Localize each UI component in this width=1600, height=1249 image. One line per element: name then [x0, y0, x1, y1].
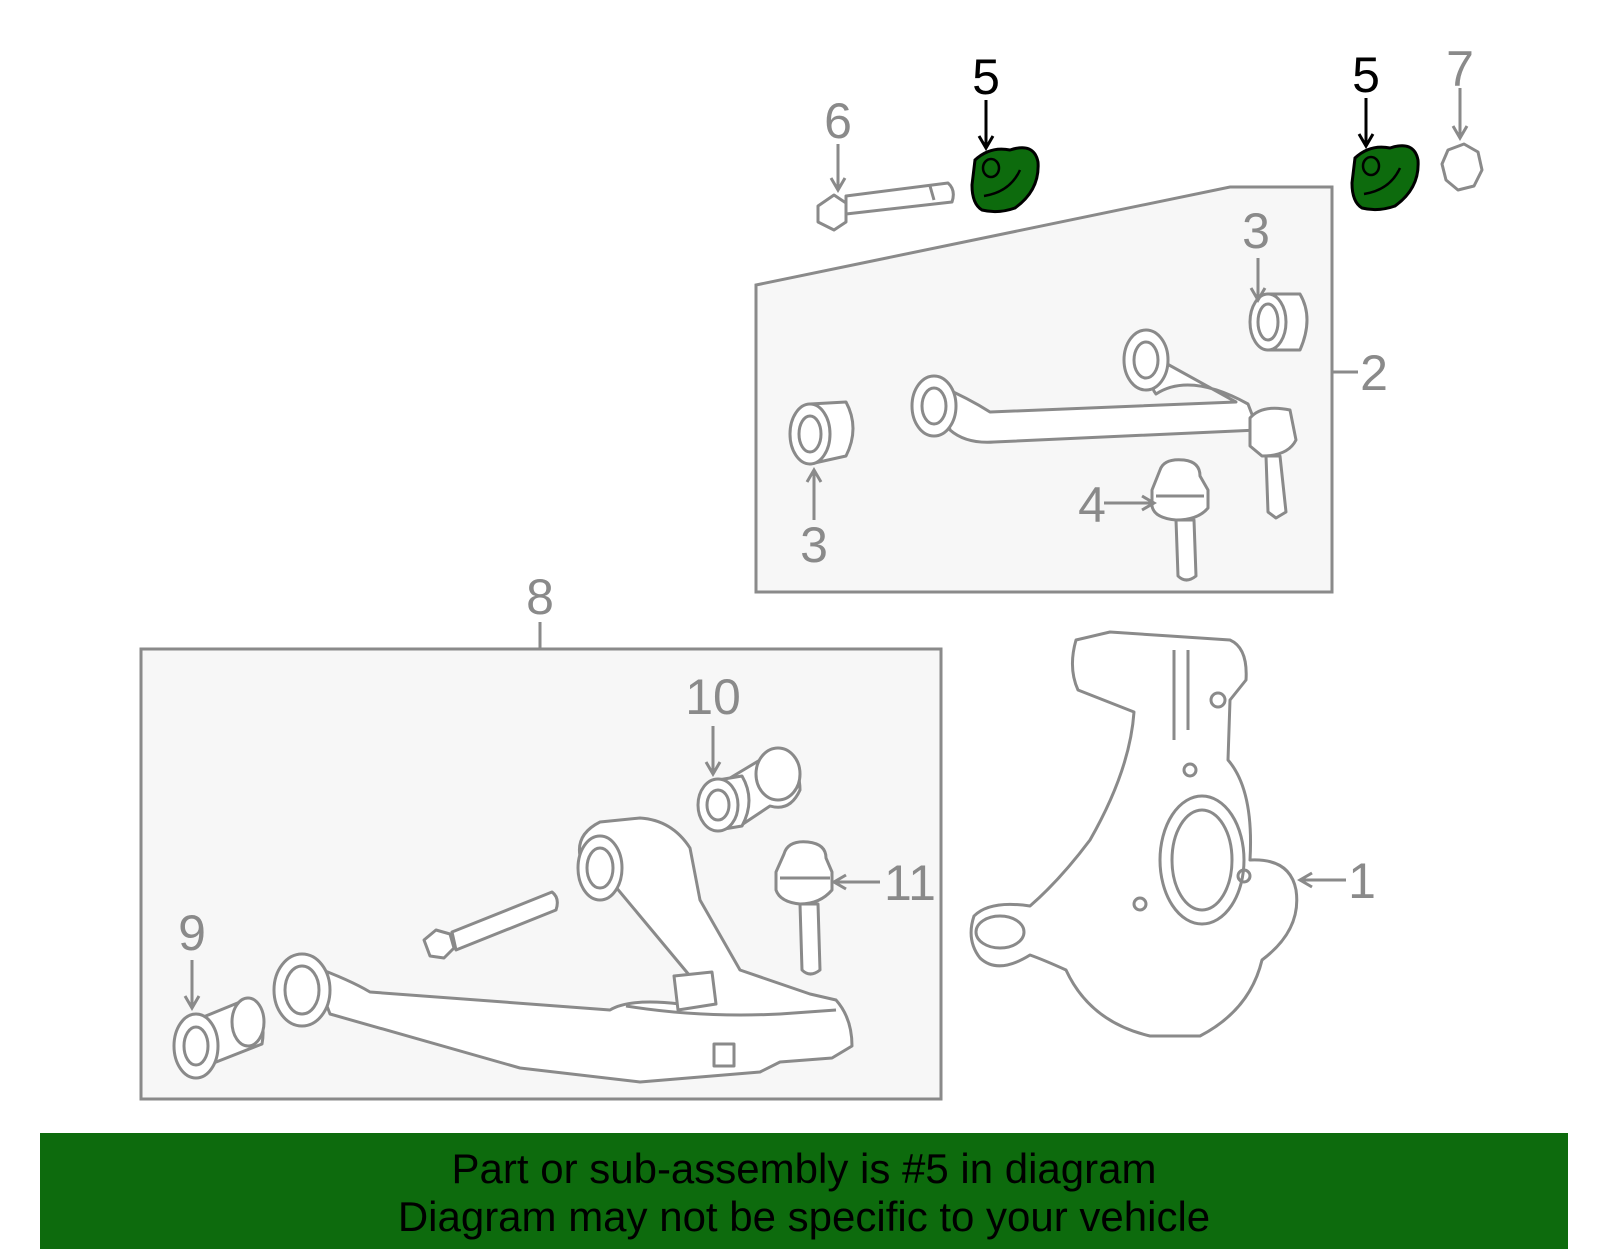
callout-9: 9 — [178, 905, 206, 961]
callout-2: 2 — [1360, 345, 1388, 401]
callout-6: 6 — [824, 93, 852, 149]
bushing-part-3-lower[interactable] — [788, 400, 855, 466]
upper-control-arm[interactable] — [910, 328, 1298, 520]
bushing-part-10[interactable] — [696, 746, 802, 833]
bushing-part-9[interactable] — [172, 996, 266, 1080]
callout-5-right: 5 — [1352, 47, 1380, 103]
banner-line-2: Diagram may not be specific to your vehi… — [397, 1193, 1211, 1240]
leader-lines — [183, 88, 1469, 1011]
callout-5-left: 5 — [972, 49, 1000, 105]
info-banner: Part or sub-assembly is #5 in diagram Di… — [40, 1133, 1568, 1249]
callout-7: 7 — [1446, 41, 1474, 97]
callout-11: 11 — [884, 855, 936, 911]
callout-10: 10 — [685, 669, 741, 725]
spacer-part-5-left[interactable] — [970, 146, 1040, 214]
callout-8: 8 — [526, 569, 554, 625]
ball-joint-part-4[interactable] — [1150, 458, 1210, 582]
callout-4: 4 — [1078, 477, 1106, 533]
nut-part-7[interactable] — [1440, 142, 1484, 192]
callout-3-lower: 3 — [800, 517, 828, 573]
bolt-part-6[interactable] — [816, 181, 955, 232]
steering-knuckle-part-1[interactable] — [969, 630, 1299, 1038]
lower-control-arm[interactable] — [272, 816, 854, 1084]
banner-line-1: Part or sub-assembly is #5 in diagram — [451, 1145, 1157, 1192]
bushing-part-3-upper[interactable] — [1248, 292, 1309, 352]
lower-arm-bolt[interactable] — [422, 890, 559, 960]
callout-3-upper: 3 — [1242, 203, 1270, 259]
ball-joint-part-11[interactable] — [774, 840, 834, 976]
callout-1: 1 — [1348, 853, 1376, 909]
spacer-part-5-right[interactable] — [1350, 144, 1420, 212]
